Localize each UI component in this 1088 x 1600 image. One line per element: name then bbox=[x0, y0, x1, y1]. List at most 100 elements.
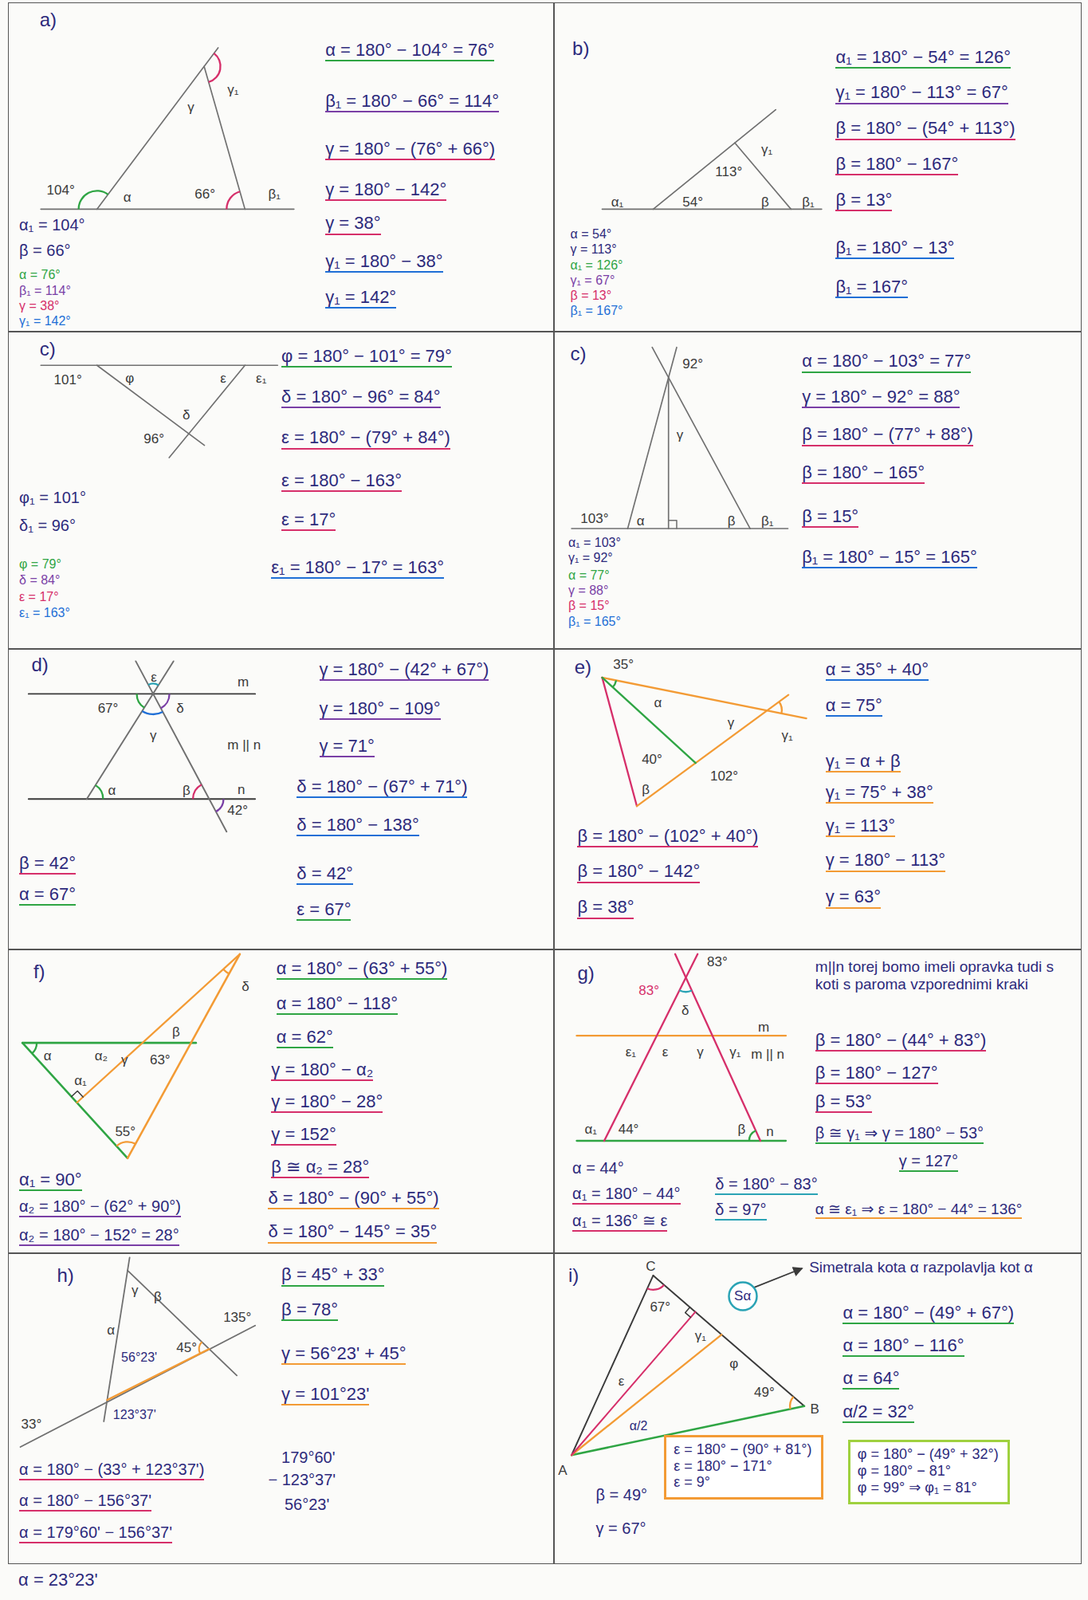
angle-label: ε₁ bbox=[255, 370, 267, 387]
angle-label: α bbox=[107, 782, 116, 799]
figure-line bbox=[20, 1325, 256, 1447]
angle-label: 40° bbox=[641, 751, 663, 768]
equation: β = 180° − 167° bbox=[835, 153, 959, 176]
angle-label: γ bbox=[121, 1052, 129, 1069]
angle-label: m || n bbox=[750, 1046, 785, 1063]
equation: γ₁ = α + β bbox=[825, 750, 901, 773]
angle-label: 135° bbox=[223, 1309, 252, 1326]
equation: α₂ = 180° − 152° = 28° bbox=[19, 1225, 180, 1246]
equation: β = 49° bbox=[596, 1485, 649, 1505]
angle-arc bbox=[679, 989, 692, 992]
result-list: 56°23' bbox=[121, 1350, 158, 1365]
equation: δ = 180° − 145° = 35° bbox=[267, 1221, 437, 1243]
equation: α = 180° − 103° = 77° bbox=[801, 350, 971, 373]
figure-line bbox=[601, 208, 821, 211]
equation: γ = 127° bbox=[899, 1151, 959, 1172]
panel-letter: a) bbox=[39, 8, 57, 32]
angle-label: α bbox=[123, 189, 132, 206]
panel-letter: c) bbox=[39, 337, 56, 361]
angle-label: 92° bbox=[682, 356, 704, 373]
note: m||n torej bomo imeli opravka tudi s kot… bbox=[815, 958, 1077, 994]
angle-label: m bbox=[758, 1019, 770, 1036]
equation: ε = 180° − (79° + 84°) bbox=[281, 427, 451, 449]
equation: β = 13° bbox=[835, 189, 892, 212]
angle-label: δ bbox=[182, 407, 190, 424]
equation: α₁ = 180° − 44° bbox=[572, 1184, 681, 1205]
angle-label: β bbox=[727, 513, 736, 530]
figure-line bbox=[675, 954, 761, 1141]
angle-label: ε bbox=[618, 1373, 625, 1390]
angle-label: 83° bbox=[638, 982, 660, 999]
angle-label: δ bbox=[176, 700, 184, 717]
angle-label: 44° bbox=[618, 1121, 640, 1138]
result-list: 123°37' bbox=[113, 1407, 157, 1422]
equation: α = 180° − 104° = 76° bbox=[325, 39, 495, 62]
panel-letter: i) bbox=[568, 1264, 579, 1287]
figure-line bbox=[86, 660, 174, 799]
equation: α = 67° bbox=[19, 883, 76, 906]
figure-line bbox=[576, 1139, 786, 1142]
angle-arc bbox=[226, 191, 240, 209]
angle-label: β bbox=[182, 782, 191, 799]
figure-line bbox=[652, 347, 751, 529]
final-answer: α = 23°23' bbox=[18, 1569, 99, 1590]
center-circle: Sα bbox=[727, 1280, 759, 1312]
angle-label: n bbox=[237, 781, 245, 798]
exercise-panel: g)83°83°δmε₁εγγ₁m || nα₁44°βnm||n torej … bbox=[553, 949, 1082, 1254]
equation: γ = 180° − 28° bbox=[271, 1091, 383, 1113]
equation: α/2 = 32° bbox=[842, 1401, 914, 1423]
equation: γ = 180° − 142° bbox=[325, 179, 447, 201]
angle-label: γ bbox=[131, 1282, 139, 1299]
figure-line bbox=[40, 364, 278, 366]
equation: α₁ = 180° − 54° = 126° bbox=[835, 47, 1011, 69]
angle-label: γ bbox=[696, 1044, 704, 1061]
angle-label: 113° bbox=[714, 164, 743, 181]
angle-arc bbox=[95, 785, 104, 799]
angle-arc bbox=[78, 190, 109, 209]
angle-label: α bbox=[654, 695, 663, 711]
angle-arc bbox=[192, 784, 202, 799]
figure-line bbox=[127, 954, 240, 1159]
figure-line bbox=[628, 347, 677, 529]
result-line: ε = 9° bbox=[673, 1473, 711, 1491]
result-list: α/2 bbox=[629, 1418, 649, 1434]
figure-line bbox=[168, 365, 245, 458]
exercise-panel: c)92°γ103°αββ₁α₁ = 103°γ₁ = 92°α = 77°γ … bbox=[553, 331, 1082, 649]
equation: φ = 180° − 101° = 79° bbox=[281, 345, 452, 368]
equation: δ = 97° bbox=[714, 1200, 766, 1221]
equation: α = 180° − (63° + 55°) bbox=[276, 958, 448, 980]
figure-line bbox=[668, 520, 677, 529]
angle-label: 83° bbox=[707, 954, 728, 971]
angle-label: α bbox=[43, 1048, 52, 1065]
angle-arc bbox=[789, 1396, 794, 1409]
equation: γ = 71° bbox=[319, 735, 375, 758]
result-list: φ = 79° bbox=[19, 557, 62, 572]
equation: α₁ = 104° bbox=[19, 216, 85, 235]
result-list: γ = 113° bbox=[570, 242, 617, 257]
pointer-arrow bbox=[753, 1268, 802, 1288]
angle-label: m || n bbox=[227, 737, 261, 754]
angle-arc bbox=[208, 53, 221, 83]
angle-label: α bbox=[106, 1322, 115, 1339]
panel-letter: c) bbox=[570, 342, 587, 366]
angle-label: γ bbox=[149, 727, 158, 744]
angle-arc bbox=[612, 679, 617, 688]
angle-label: γ bbox=[187, 99, 195, 116]
equation: γ = 63° bbox=[825, 886, 881, 908]
equation: γ₁ = 180° − 113° = 67° bbox=[835, 82, 1008, 104]
angle-label: 101° bbox=[54, 372, 83, 389]
figure-line bbox=[71, 1091, 83, 1098]
angle-label: γ₁ bbox=[695, 1327, 707, 1344]
figure-line bbox=[604, 954, 698, 1141]
equation: δ = 180° − (67° + 71°) bbox=[296, 776, 468, 798]
angle-label: 54° bbox=[682, 194, 704, 211]
exercise-panel: b)γ₁113°α₁54°ββ₁α = 54°γ = 113°α₁ = 126°… bbox=[553, 2, 1082, 333]
result-line: Sα bbox=[734, 1288, 751, 1305]
result-list: γ₁ = 142° bbox=[19, 314, 71, 329]
angle-label: 102° bbox=[710, 768, 739, 785]
figure-line bbox=[103, 1256, 130, 1422]
equation: α = 64° bbox=[842, 1367, 900, 1390]
angle-label: φ bbox=[125, 370, 134, 387]
angle-label: γ bbox=[727, 714, 735, 731]
equation: γ₁ = 75° + 38° bbox=[825, 781, 934, 804]
